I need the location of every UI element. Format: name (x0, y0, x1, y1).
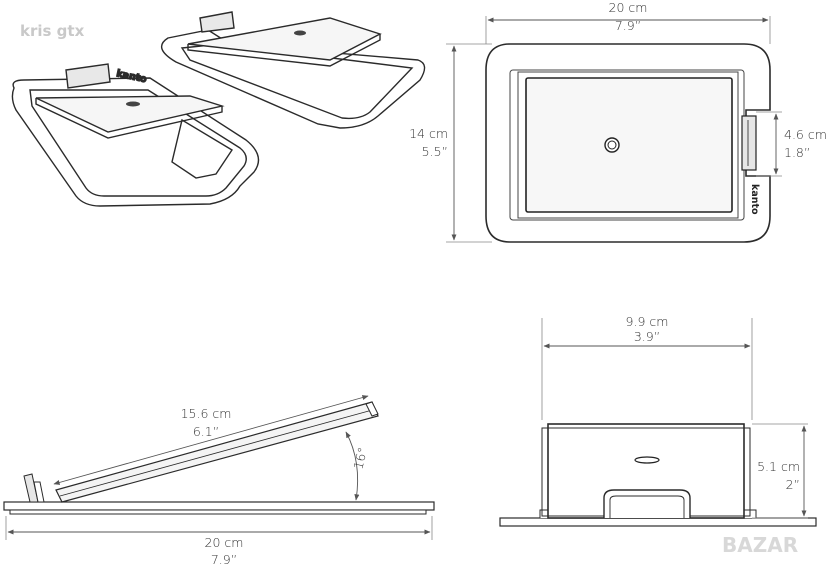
side-angle-label: 16° (350, 446, 370, 471)
side-base-in-label: 7.9” (211, 552, 237, 567)
slot-cm-label: 4.6 cm (784, 127, 827, 142)
top-width-in-label: 7.9” (615, 18, 641, 33)
perspective-view: kanto (11, 11, 426, 207)
side-length-in-label: 6.1” (193, 424, 219, 439)
front-view: 9.9 cm 3.9” 5.1 cm 2” (499, 314, 817, 527)
top-view: 20 cm 7.9” 14 cm 5.5” kanto 4.6 cm 1.8” (409, 0, 827, 243)
front-tab (603, 489, 691, 518)
watermark-top-left: kris gtx (20, 22, 85, 40)
top-depth-in-label: 5.5” (422, 144, 448, 159)
top-tray (525, 77, 733, 213)
side-base-cm-label: 20 cm (205, 535, 244, 550)
front-center-hole (634, 456, 660, 464)
perspective-stand-back (160, 11, 426, 129)
front-width-in-label: 3.9” (634, 329, 660, 344)
front-height-cm-label: 5.1 cm (757, 459, 800, 474)
side-base-plate (3, 501, 435, 511)
front-width-cm-label: 9.9 cm (626, 314, 669, 329)
top-width-cm-label: 20 cm (609, 0, 648, 15)
front-base-plate (499, 517, 817, 527)
side-view: 15.6 cm 6.1” 16° 20 cm 7.9” (3, 395, 435, 567)
top-center-hole (604, 137, 620, 153)
top-brand-label: kanto (749, 184, 760, 215)
top-slot-tab (741, 115, 757, 171)
front-height-in-label: 2” (786, 477, 800, 492)
slot-in-label: 1.8” (784, 145, 810, 160)
top-depth-cm-label: 14 cm (409, 126, 448, 141)
perspective-stand-front: kanto (11, 63, 260, 207)
side-length-cm-label: 15.6 cm (181, 406, 232, 421)
watermark-bottom-right: BAZAR (722, 533, 798, 557)
